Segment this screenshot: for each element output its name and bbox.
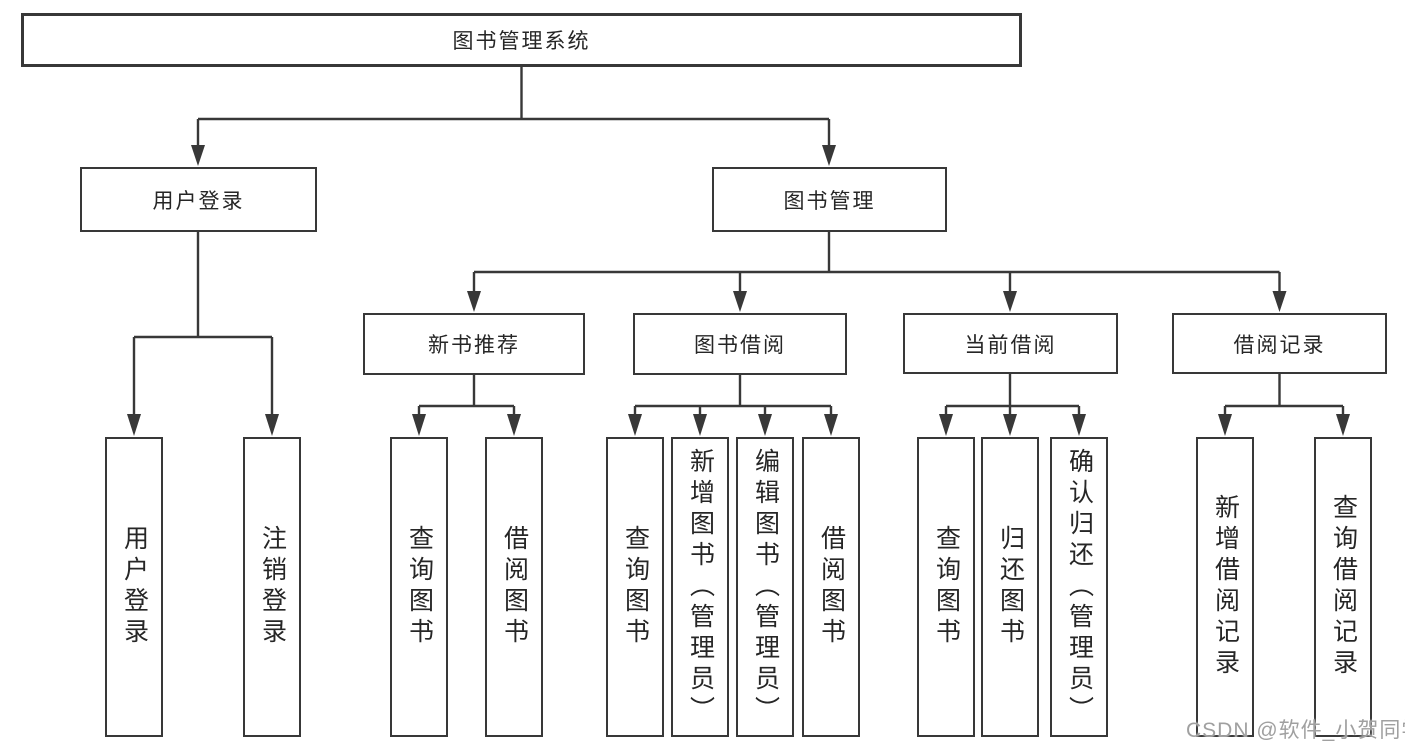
leaf-borrow-books: 借阅图书 (802, 437, 860, 737)
node-new-book-recommendation: 新书推荐 (363, 313, 585, 375)
node-library-management-system: 图书管理系统 (21, 13, 1022, 67)
node-label: 当前借阅 (964, 333, 1057, 357)
node-label: 编辑图书（管理员） (751, 447, 780, 727)
csdn-watermark: CSDN @软件_小贺同学 (1186, 719, 1405, 742)
node-label: 新增借阅记录 (1211, 494, 1240, 680)
leaf-confirm-return-admin: 确认归还（管理员） (1050, 437, 1108, 737)
node-label: 注销登录 (258, 525, 287, 649)
node-borrowing-records: 借阅记录 (1172, 313, 1387, 374)
node-label: 查询图书 (405, 525, 434, 649)
leaf-borrow-books-recommend: 借阅图书 (485, 437, 543, 737)
node-label: 图书管理 (783, 189, 876, 213)
node-label: 图书借阅 (694, 334, 786, 357)
node-label: 借阅图书 (500, 525, 529, 649)
node-label: 用户登录 (120, 525, 149, 649)
node-current-borrowing: 当前借阅 (903, 313, 1118, 374)
leaf-logout: 注销登录 (243, 437, 301, 737)
leaf-user-login: 用户登录 (105, 437, 163, 737)
node-label: 借阅记录 (1233, 333, 1326, 357)
node-label: 用户登录 (152, 189, 245, 213)
node-label: 查询图书 (621, 525, 650, 649)
node-label: 归还图书 (996, 525, 1025, 649)
leaf-return-books: 归还图书 (981, 437, 1039, 737)
node-book-borrowing: 图书借阅 (633, 313, 847, 375)
node-label: 借阅图书 (817, 525, 846, 649)
leaf-query-books-current: 查询图书 (917, 437, 975, 737)
leaf-edit-book-admin: 编辑图书（管理员） (736, 437, 794, 737)
leaf-query-books-recommend: 查询图书 (390, 437, 448, 737)
node-label: 确认归还（管理员） (1065, 447, 1094, 727)
leaf-query-books-borrowing: 查询图书 (606, 437, 664, 737)
leaf-query-borrow-record: 查询借阅记录 (1314, 437, 1372, 737)
node-label: 新增图书（管理员） (686, 447, 715, 727)
node-user-login: 用户登录 (80, 167, 317, 232)
node-label: 新书推荐 (428, 334, 520, 357)
node-label: 查询借阅记录 (1329, 494, 1358, 680)
node-book-management: 图书管理 (712, 167, 947, 232)
leaf-add-book-admin: 新增图书（管理员） (671, 437, 729, 737)
node-label: 图书管理系统 (452, 30, 591, 53)
leaf-add-borrow-record: 新增借阅记录 (1196, 437, 1254, 737)
node-label: 查询图书 (932, 525, 961, 649)
